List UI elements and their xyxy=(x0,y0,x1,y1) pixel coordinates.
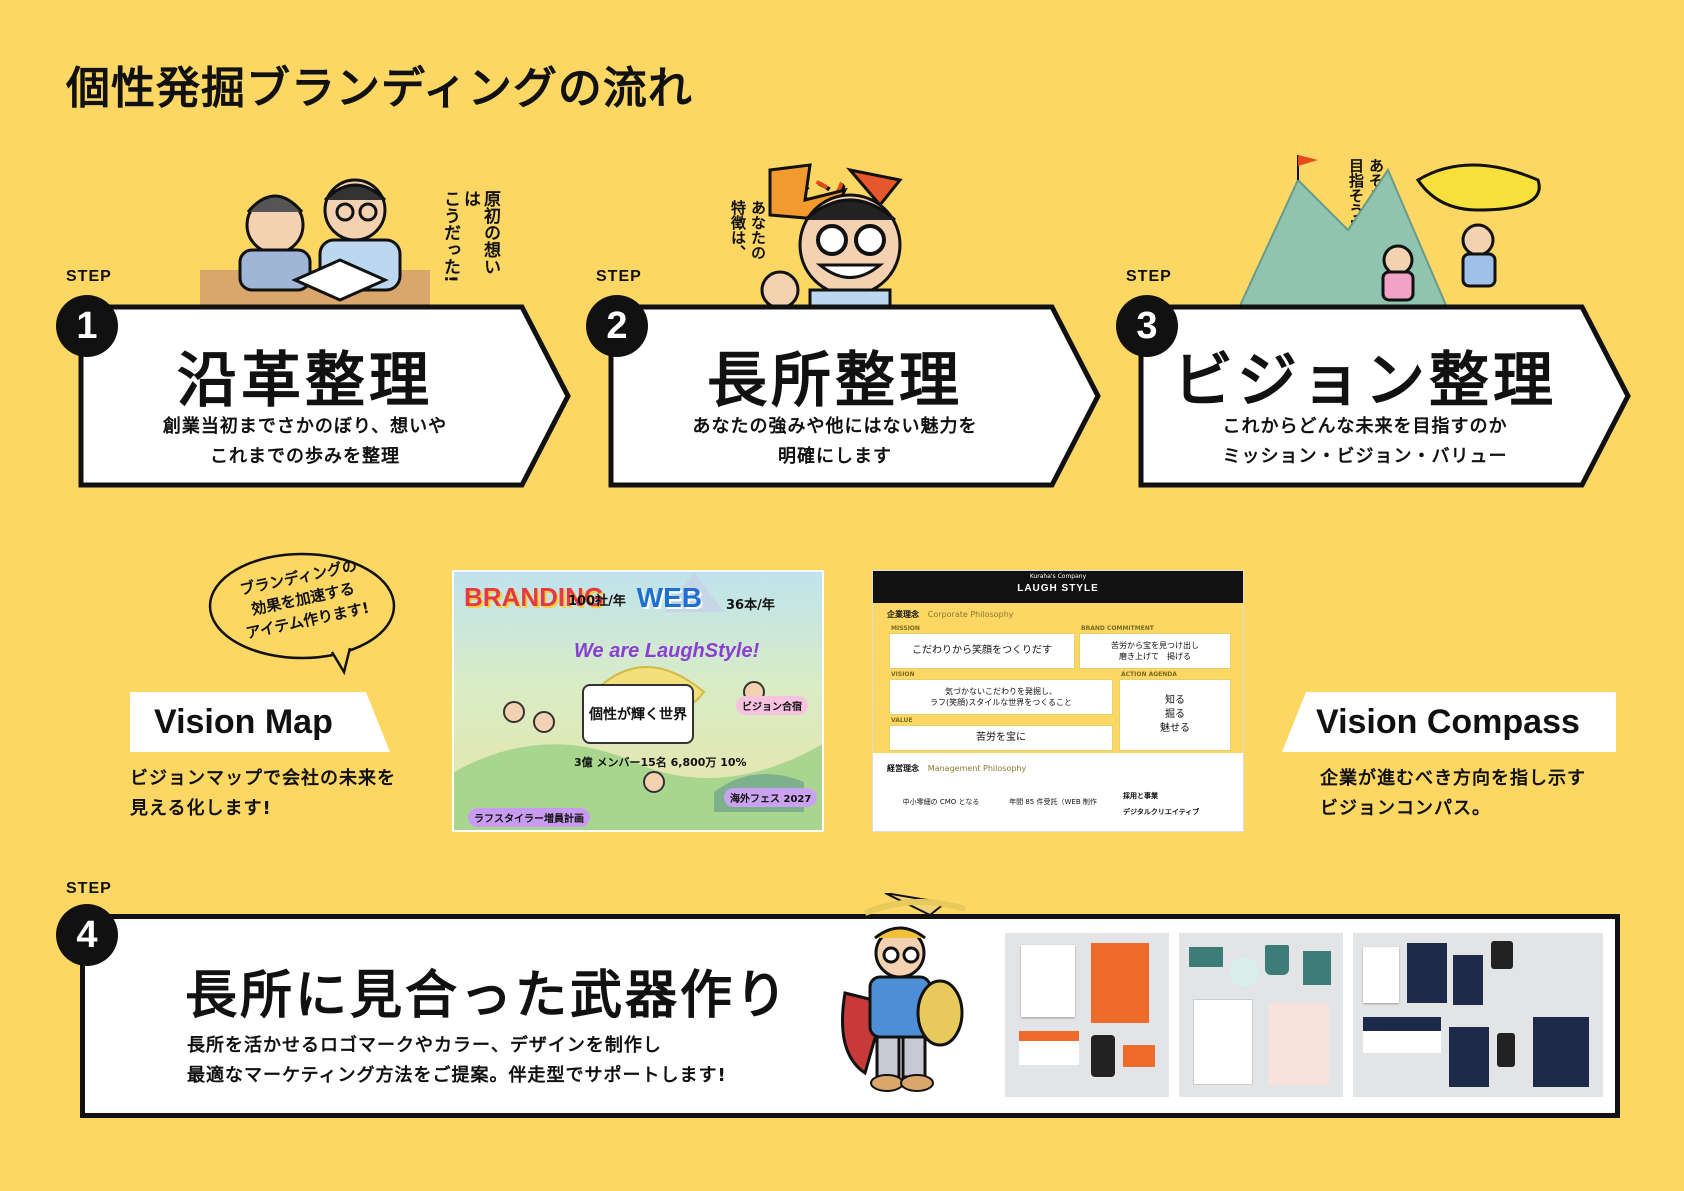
step4-number: 4 xyxy=(56,904,118,966)
step3-label: STEP xyxy=(1126,268,1172,285)
vision-map-stat-branding: 100社/年 xyxy=(568,594,626,609)
vision-compass-goal3b: デジタルクリエイティブ xyxy=(1123,808,1200,816)
vision-map-label: Vision Map xyxy=(130,692,390,752)
step2-card: 長所整理 あなたの強みや他にはない魅力を 明確にします xyxy=(608,304,1102,488)
step1-arrow-shape xyxy=(78,304,571,488)
vision-compass-topbar: Kuraha's Company LAUGH STYLE xyxy=(873,571,1243,603)
vision-compass-value-label: VALUE xyxy=(891,717,913,724)
step4-label: STEP xyxy=(66,880,112,897)
mockup-navy-bag xyxy=(1533,1017,1589,1087)
step2-title: 長所整理 xyxy=(707,346,963,416)
step1-bubble-text: 原初の想いは こうだった! xyxy=(440,190,500,283)
step3-arrow-shape xyxy=(1138,304,1631,488)
mockup-orange-card xyxy=(1123,1045,1155,1067)
vision-compass-goal1: 中小零細の CMO となる xyxy=(889,787,993,817)
vision-compass-section1: 企業理念 Corporate Philosophy xyxy=(887,609,1014,620)
mockup-green-card xyxy=(1189,947,1223,967)
step4-title: 長所に見合った武器作り xyxy=(185,966,791,1026)
step4-card: 長所に見合った武器作り 長所を活かせるロゴマークやカラー、デザインを制作し 最適… xyxy=(80,893,1620,1118)
vision-compass-mission: こだわりから笑顔をつくりだす xyxy=(889,633,1075,669)
vision-compass-mission-label: MISSION xyxy=(891,625,920,632)
step4-hero-illustration xyxy=(841,893,966,1092)
vision-map-logo-web: WEB xyxy=(636,582,702,613)
step3-description: これからどんな未来を目指すのか ミッション・ビジョン・バリュー xyxy=(1222,416,1508,467)
mockup-navy-cover xyxy=(1449,1027,1489,1087)
vision-compass-label: Vision Compass xyxy=(1282,692,1616,752)
vision-map-stats-row: 3億 メンバー15名 6,800万 10% xyxy=(574,756,747,769)
vision-compass-section1-title: 企業理念 xyxy=(887,610,919,619)
step1-label: STEP xyxy=(66,268,112,285)
step1-card: 沿革整理 創業当初までさかのぼり、想いや これまでの歩みを整理 xyxy=(78,304,572,488)
vision-map-pill-bottom: ラフスタイラー増員計画 xyxy=(468,808,590,827)
step2-arrow-shape xyxy=(608,304,1101,488)
mockup-green-bag xyxy=(1193,999,1253,1085)
vision-compass-vision: 気づかないこだわりを発掘し、 ラフ(笑顔)スタイルな世界をつくること xyxy=(889,679,1113,715)
mockup-image-navy xyxy=(1353,933,1603,1097)
step2-label: STEP xyxy=(596,268,642,285)
mockup-green-menu xyxy=(1269,1003,1329,1085)
vision-map-center: 個性が輝く世界 xyxy=(582,684,694,744)
step1-description: 創業当初までさかのぼり、想いや これまでの歩みを整理 xyxy=(162,416,448,467)
step2-description: あなたの強みや他にはない魅力を 明確にします xyxy=(692,416,978,467)
mockup-green-stamp xyxy=(1229,957,1259,987)
vision-compass-description: 企業が進むべき方向を指し示す ビジョンコンパス。 xyxy=(1320,768,1586,819)
mockup-navy-tag xyxy=(1491,941,1513,969)
mockup-navy-phone xyxy=(1497,1033,1515,1067)
vision-compass-action: 知る 掘る 魅せる xyxy=(1119,679,1231,751)
vision-compass-brand: LAUGH STYLE xyxy=(1017,583,1099,594)
vision-map-pill-vision: ビジョン合宿 xyxy=(736,696,808,715)
mockup-orange-folder xyxy=(1091,943,1149,1023)
mockup-green-notebook xyxy=(1303,951,1331,985)
mockup-navy-notebook xyxy=(1453,955,1483,1005)
step1-illustration xyxy=(200,178,430,310)
step1-title: 沿革整理 xyxy=(177,346,433,416)
vision-compass-goal3a: 採用と事業 xyxy=(1123,792,1158,800)
mockup-orange-phone xyxy=(1091,1035,1115,1077)
vision-compass-vision-label: VISION xyxy=(891,671,915,678)
mockup-image-orange xyxy=(1005,933,1169,1097)
speech-bubble-shape xyxy=(208,552,396,676)
vision-map-logo-branding: BRANDING xyxy=(464,582,605,612)
mockup-orange-letterhead xyxy=(1021,945,1075,1017)
vision-compass-action-label: ACTION AGENDA xyxy=(1121,671,1177,678)
mockup-orange-envelope xyxy=(1019,1031,1079,1065)
mockup-navy-letterhead xyxy=(1363,947,1399,1003)
step3-title: ビジョン整理 xyxy=(1173,346,1557,416)
step3-card: ビジョン整理 これからどんな未来を目指すのか ミッション・ビジョン・バリュー xyxy=(1138,304,1632,488)
vision-map-image: BRANDING WEB 100社/年 36本/年 We are LaughSt… xyxy=(452,570,824,832)
vision-compass-brand-commit-label: BRAND COMMITMENT xyxy=(1081,625,1154,632)
step2-number: 2 xyxy=(586,295,648,357)
vision-compass-section1-en: Corporate Philosophy xyxy=(927,610,1014,619)
mockup-navy-envelope xyxy=(1363,1017,1441,1053)
step2-bubble-text: あなたの 特徴は、 xyxy=(729,200,767,260)
vision-compass-section2: 経営理念 Management Philosophy xyxy=(887,763,1026,774)
vision-compass-section2-title: 経営理念 xyxy=(887,764,919,773)
step4-description: 長所を活かせるロゴマークやカラー、デザインを制作し 最適なマーケティング方法をご… xyxy=(187,1035,727,1086)
step3-number: 3 xyxy=(1116,295,1178,357)
vision-compass-section2-en: Management Philosophy xyxy=(927,764,1027,773)
vision-map-label-text: Vision Map xyxy=(154,702,333,741)
step1-number: 1 xyxy=(56,295,118,357)
mockup-green-cup xyxy=(1265,945,1289,975)
step3-illustration xyxy=(1238,155,1541,310)
vision-map-headline: We are LaughStyle! xyxy=(574,640,760,662)
page-title: 個性発掘ブランディングの流れ xyxy=(66,63,693,114)
vision-compass-image: Kuraha's Company LAUGH STYLE 企業理念 Corpor… xyxy=(872,570,1244,832)
vision-compass-brand-commit: 苦労から宝を見つけ出し 磨き上げて 掲げる xyxy=(1079,633,1231,669)
vision-compass-goal2: 年間 85 件受託（WEB 制作 xyxy=(1001,787,1105,817)
mockup-image-green xyxy=(1179,933,1343,1097)
vision-compass-value: 苦労を宝に xyxy=(889,725,1113,751)
vision-map-stat-web: 36本/年 xyxy=(726,598,775,613)
vision-compass-brand-sub: Kuraha's Company xyxy=(1029,573,1087,580)
vision-map-description: ビジョンマップで会社の未来を 見える化します! xyxy=(130,768,396,819)
vision-map-pill-fes: 海外フェス 2027 xyxy=(724,788,818,807)
vision-compass-label-text: Vision Compass xyxy=(1316,702,1580,741)
step2-illustration xyxy=(760,163,903,310)
mockup-navy-folder xyxy=(1407,943,1447,1003)
